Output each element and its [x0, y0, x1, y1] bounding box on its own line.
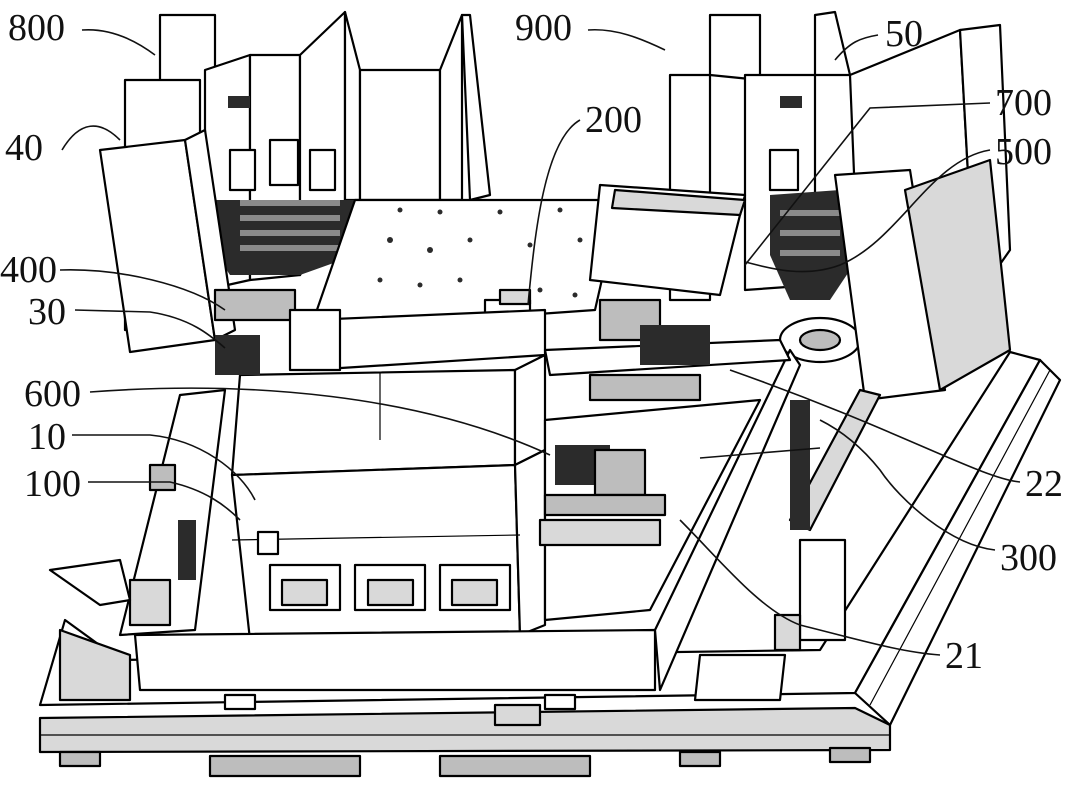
leader-500 [744, 149, 991, 273]
leader-300 [819, 419, 996, 551]
label-700: 700 [995, 82, 1052, 124]
label-100: 100 [24, 463, 81, 505]
reference-numerals: 800 900 50 700 40 200 500 400 30 600 10 … [0, 7, 1063, 677]
leader-600 [89, 387, 551, 456]
leader-200 [527, 119, 581, 306]
label-21: 21 [945, 635, 983, 677]
top-deck [308, 198, 622, 332]
label-22: 22 [1025, 463, 1063, 505]
label-500: 500 [995, 131, 1052, 173]
leader-22b [699, 447, 821, 459]
left-carousel [210, 138, 370, 275]
leader-40 [61, 125, 121, 151]
right-carousel [770, 190, 860, 300]
leader-lines [59, 28, 1021, 656]
leader-10 [72, 434, 256, 501]
left-storage-module [98, 10, 492, 354]
leader-700 [744, 102, 991, 266]
leader-30 [74, 309, 226, 349]
leader-100 [88, 481, 241, 521]
leader-400 [59, 269, 226, 311]
leader-50 [834, 34, 879, 61]
label-50: 50 [885, 13, 923, 55]
leader-800 [81, 29, 156, 56]
housing-windows [268, 563, 512, 612]
base-frame [38, 350, 1062, 778]
label-10: 10 [28, 416, 66, 458]
label-300: 300 [1000, 537, 1057, 579]
label-800: 800 [8, 7, 65, 49]
leader-22 [729, 369, 1021, 483]
label-30: 30 [28, 291, 66, 333]
label-600: 600 [24, 373, 81, 415]
label-40: 40 [5, 127, 43, 169]
right-storage-module [668, 10, 1012, 402]
leader-21 [679, 519, 941, 656]
leader-900 [587, 28, 666, 51]
label-200: 200 [585, 99, 642, 141]
right-mechanisms [538, 183, 882, 702]
left-rail [48, 288, 342, 637]
central-housing [133, 308, 802, 727]
label-900: 900 [515, 7, 572, 49]
label-400: 400 [0, 249, 57, 291]
